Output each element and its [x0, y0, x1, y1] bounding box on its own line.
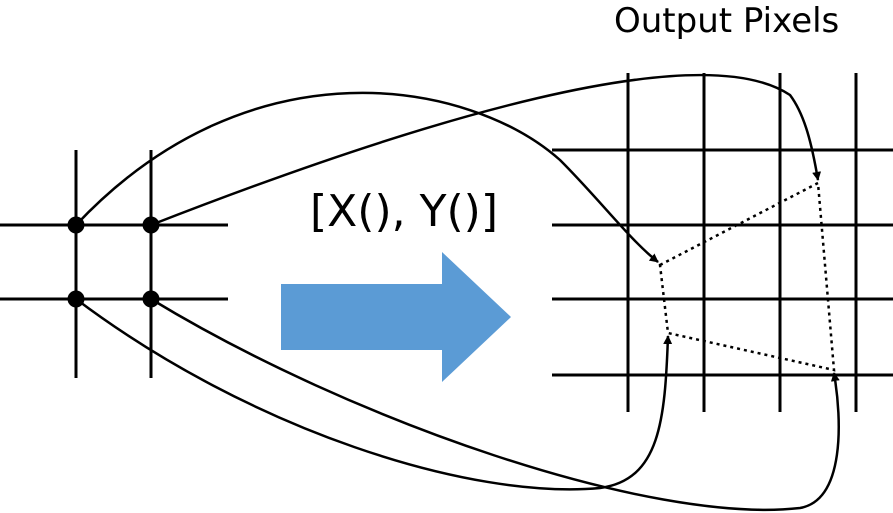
- mapping-curve: [150, 297, 840, 512]
- input-grid: [0, 150, 228, 378]
- input-point: [142, 290, 160, 308]
- mapping-function-label: [X(), Y()]: [310, 186, 498, 237]
- right-arrow-icon: [281, 252, 511, 382]
- output-pixels-title: Output Pixels: [614, 1, 840, 41]
- warped-quad: [658, 181, 836, 372]
- mapping-curve: [75, 298, 673, 491]
- mapping-curves: [75, 73, 840, 512]
- mapping-curve: [75, 91, 659, 263]
- input-points: [67, 216, 160, 308]
- output-grid: [552, 73, 893, 412]
- input-point: [142, 216, 160, 234]
- input-point: [67, 290, 85, 308]
- input-point: [67, 216, 85, 234]
- mapping-curve: [150, 73, 822, 227]
